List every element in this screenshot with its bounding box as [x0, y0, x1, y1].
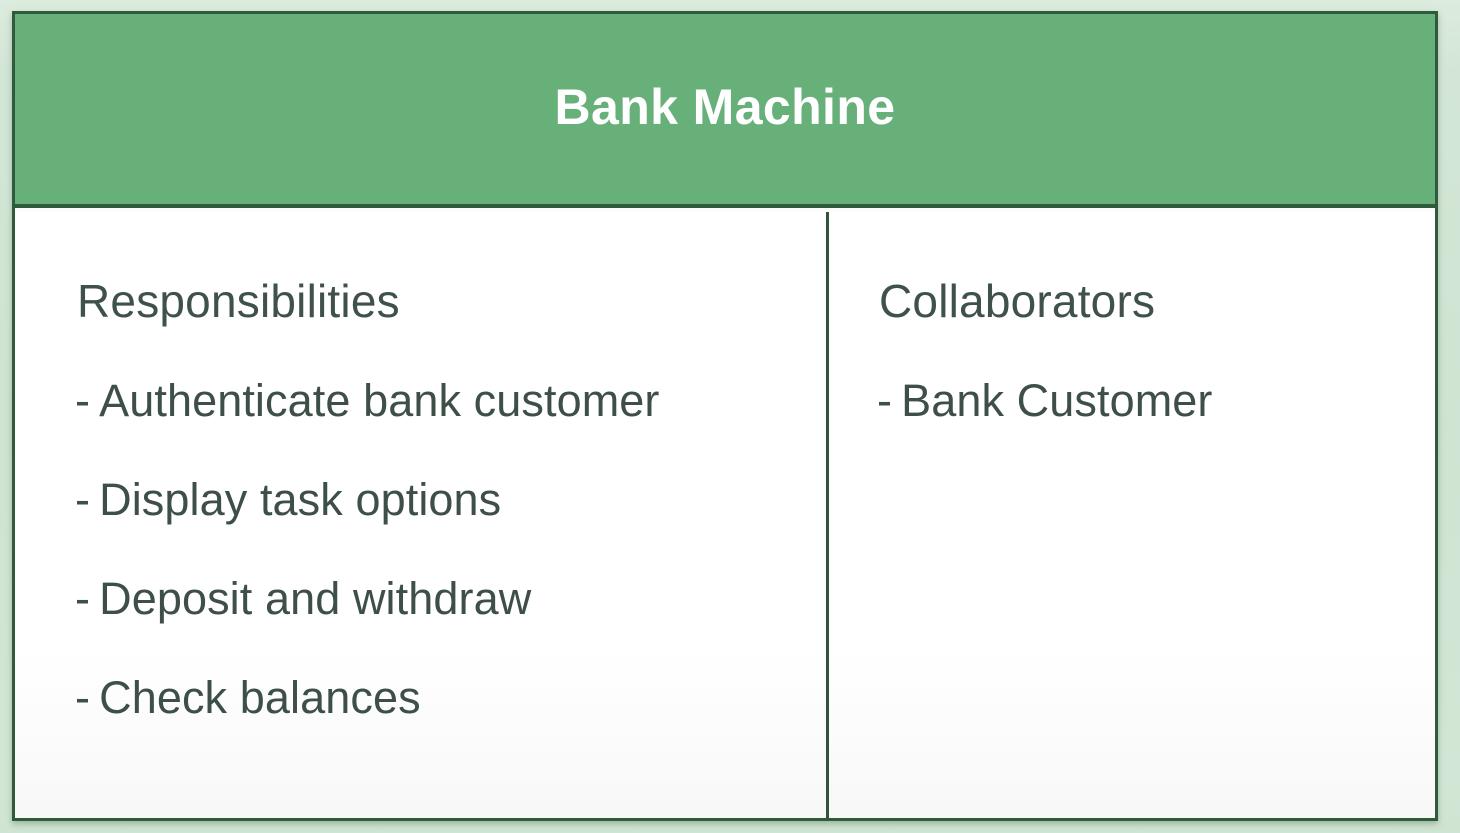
list-item: -Deposit and withdraw: [75, 576, 820, 621]
crc-card-body: Responsibilities -Authenticate bank cust…: [15, 212, 1435, 818]
list-item-label: Display task options: [99, 474, 502, 525]
list-item-label: Deposit and withdraw: [99, 573, 532, 624]
list-item-label: Bank Customer: [901, 375, 1213, 426]
collaborators-list: -Bank Customer: [877, 378, 1411, 423]
bullet-dash-icon: -: [75, 474, 91, 525]
crc-card-header: Bank Machine: [15, 14, 1435, 208]
crc-card: Bank Machine Responsibilities -Authentic…: [12, 11, 1438, 821]
bullet-dash-icon: -: [877, 375, 893, 426]
bullet-dash-icon: -: [75, 573, 91, 624]
collaborators-column: Collaborators -Bank Customer: [829, 212, 1435, 818]
responsibilities-column: Responsibilities -Authenticate bank cust…: [15, 212, 829, 818]
responsibilities-list: -Authenticate bank customer -Display tas…: [75, 378, 820, 720]
list-item-label: Check balances: [99, 672, 421, 723]
crc-class-name: Bank Machine: [554, 79, 896, 135]
collaborators-heading: Collaborators: [879, 275, 1156, 327]
bullet-dash-icon: -: [75, 672, 91, 723]
list-item: -Display task options: [75, 477, 820, 522]
list-item: -Authenticate bank customer: [75, 378, 820, 423]
list-item: -Check balances: [75, 675, 820, 720]
list-item-label: Authenticate bank customer: [99, 375, 660, 426]
list-item: -Bank Customer: [877, 378, 1411, 423]
bullet-dash-icon: -: [75, 375, 91, 426]
responsibilities-heading: Responsibilities: [77, 275, 400, 327]
